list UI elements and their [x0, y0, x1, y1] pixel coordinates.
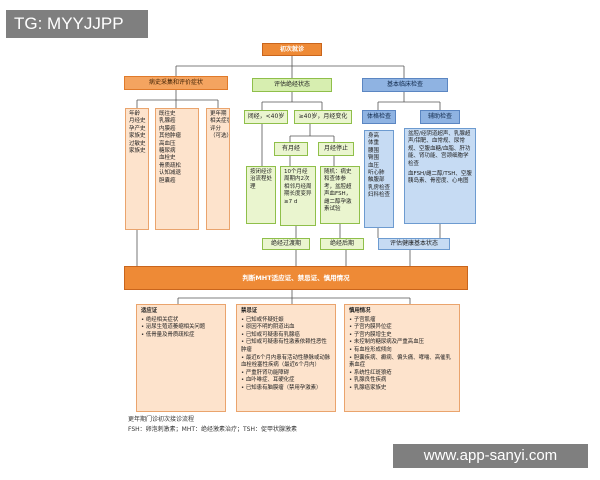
list-item: 骨质疏松 [159, 162, 182, 169]
list-item: • 子宫肌瘤 [349, 316, 376, 323]
post-node: 绝经后期 [320, 238, 364, 250]
history-col-past: 既往史乳腺癌内膜癌其他肿瘤高血压糖尿病血栓史骨质疏松认知减退胆囊癌 [155, 108, 199, 230]
list-item: • 原因不明的阴道出血 [241, 324, 295, 331]
assess-status-node: 评估绝经状态 [252, 78, 332, 92]
list-item: 身高 [368, 133, 380, 139]
list-item: 血FSH/雌二醇/TSH、空腹胰岛素、骨密度、心电图 [408, 171, 472, 185]
list-item: 腰围 [368, 147, 380, 154]
list-item: 家族史 [129, 148, 146, 155]
list-item: 既往史 [159, 111, 176, 117]
menses-yes-node: 有月经 [274, 142, 308, 156]
premature-node: 按闭经诊治流程处理 [246, 166, 276, 224]
caption-abbrev: FSH：卵泡刺激素；MHT：绝经激素治疗；TSH：促甲状腺激素 [128, 426, 298, 433]
watermark-top-left: TG: MYYJJPP [6, 10, 148, 38]
list-item: 血压 [368, 162, 380, 169]
list-item: • 最近6个月内患有活动性静脉或动脉血栓栓塞性疾病（最近6个月内） [241, 354, 331, 369]
list-item: • 未控制的糖尿病及严重高血压 [349, 339, 424, 346]
contra-title: 禁忌证 [241, 308, 258, 314]
list-item: 盆腔/经阴道超声、乳腺超声/钼靶、血常规、尿常规、空腹血糖/血脂、肝功能、肾功能… [408, 131, 471, 167]
list-item: • 绝经相关症状 [141, 316, 179, 323]
list-item: 糖尿病 [159, 148, 176, 155]
list-item: • 已知或怀疑妊娠 [241, 316, 284, 323]
decision-node: 判断MHT适应证、禁忌证、慎用情况 [124, 266, 468, 290]
list-item: 体重 [368, 140, 380, 147]
list-item: • 乳腺良性疾病 [349, 377, 387, 384]
list-item: 内膜癌 [159, 125, 176, 132]
list-item: • 已知或可疑患有乳腺癌 [241, 331, 300, 338]
list-item: 高血压 [159, 140, 176, 147]
caution-title: 慎用情况 [349, 308, 371, 314]
list-item: 认知减退 [159, 170, 182, 177]
list-item: • 子宫内膜异位症 [349, 324, 392, 331]
eval-health-node: 评估健康基本状态 [378, 238, 450, 250]
lab-items: 盆腔/经阴道超声、乳腺超声/钼靶、血常规、尿常规、空腹血糖/血脂、肝功能、肾功能… [404, 128, 476, 224]
transition-node: 绝经过渡期 [262, 238, 310, 250]
indication-title: 适应证 [141, 308, 158, 314]
list-item: • 胆囊疾病、癫痫、偏头痛、哮喘、高催乳素血症 [349, 354, 451, 369]
list-item: 评分 [210, 125, 222, 132]
list-item: 乳房检查 [368, 184, 391, 191]
watermark-bottom-right: www.app-sanyi.com [393, 444, 588, 468]
list-item: （可选） [210, 133, 230, 140]
list-item: 过敏史 [129, 140, 146, 147]
age-ge40-node: ≥40岁，月经变化 [294, 110, 352, 124]
lab-head: 辅助检查 [420, 110, 460, 124]
list-item: • 子宫内膜增生史 [349, 331, 392, 338]
list-item: • 已知患有脑膜瘤（禁用孕激素） [241, 384, 322, 391]
cycle-change-node: 10个月经周期内2次相邻月经周期长度变异≥7 d [280, 166, 316, 226]
basic-exam-node: 基本临床检查 [362, 78, 448, 92]
history-col-symptoms: 更年期相关症状评分（可选） [206, 108, 230, 230]
indication-panel: 适应证 • 绝经相关症状• 泌尿生殖道萎缩相关问题• 低骨量及骨质疏松症 [136, 304, 226, 412]
list-item: • 已知或可疑患有性激素依赖性恶性肿瘤 [241, 339, 327, 353]
list-item: 听心肺 [368, 170, 385, 177]
list-item: 妇科检查 [368, 192, 391, 199]
list-item: • 系统性红斑狼疮 [349, 369, 392, 376]
list-item: 更年期 [210, 111, 227, 117]
list-item: • 血卟啉症、耳硬化症 [241, 377, 295, 384]
amenorrhea-node: 闭经，<40岁 [244, 110, 288, 124]
list-item: • 乳腺癌家族史 [349, 384, 387, 391]
list-item: 相关症状 [210, 118, 230, 125]
menses-no-node: 月经停止 [318, 142, 354, 156]
list-item: • 严重肝肾功能障碍 [241, 369, 290, 376]
list-item: 触腹部 [368, 177, 385, 184]
caption-title: 更年期门诊初次接诊流程 [128, 416, 195, 423]
list-item: 血栓史 [159, 155, 176, 162]
list-item: 月经史 [129, 118, 146, 125]
exam-head: 体格检查 [362, 110, 396, 124]
list-item: • 泌尿生殖道萎缩相关问题 [141, 324, 206, 331]
list-item: 臀围 [368, 155, 380, 162]
list-item: 家族史 [129, 133, 146, 140]
history-col-basic: 年龄月经史孕产史家族史过敏史家族史 [125, 108, 149, 230]
list-item: • 有血栓形成倾向 [349, 346, 392, 353]
contra-panel: 禁忌证 • 已知或怀疑妊娠• 原因不明的阴道出血• 已知或可疑患有乳腺癌• 已知… [236, 304, 336, 412]
list-item: 胆囊癌 [159, 177, 176, 184]
list-item: 其他肿瘤 [159, 133, 182, 140]
exam-items: 身高体重腰围臀围血压听心肺触腹部乳房检查妇科检查 [364, 130, 394, 228]
list-item: 孕产史 [129, 125, 146, 132]
start-node: 初次就诊 [262, 43, 322, 56]
caution-panel: 慎用情况 • 子宫肌瘤• 子宫内膜异位症• 子宫内膜增生史• 未控制的糖尿病及严… [344, 304, 460, 412]
list-item: • 低骨量及骨质疏松症 [141, 331, 195, 338]
list-item: 年龄 [129, 111, 141, 117]
history-node: 病史采集和评价症状 [124, 76, 228, 90]
refer-node: 随机：病史和查体参考，盆腔超声血FSH，雌二醇孕激素试验 [320, 166, 360, 224]
list-item: 乳腺癌 [159, 118, 176, 125]
